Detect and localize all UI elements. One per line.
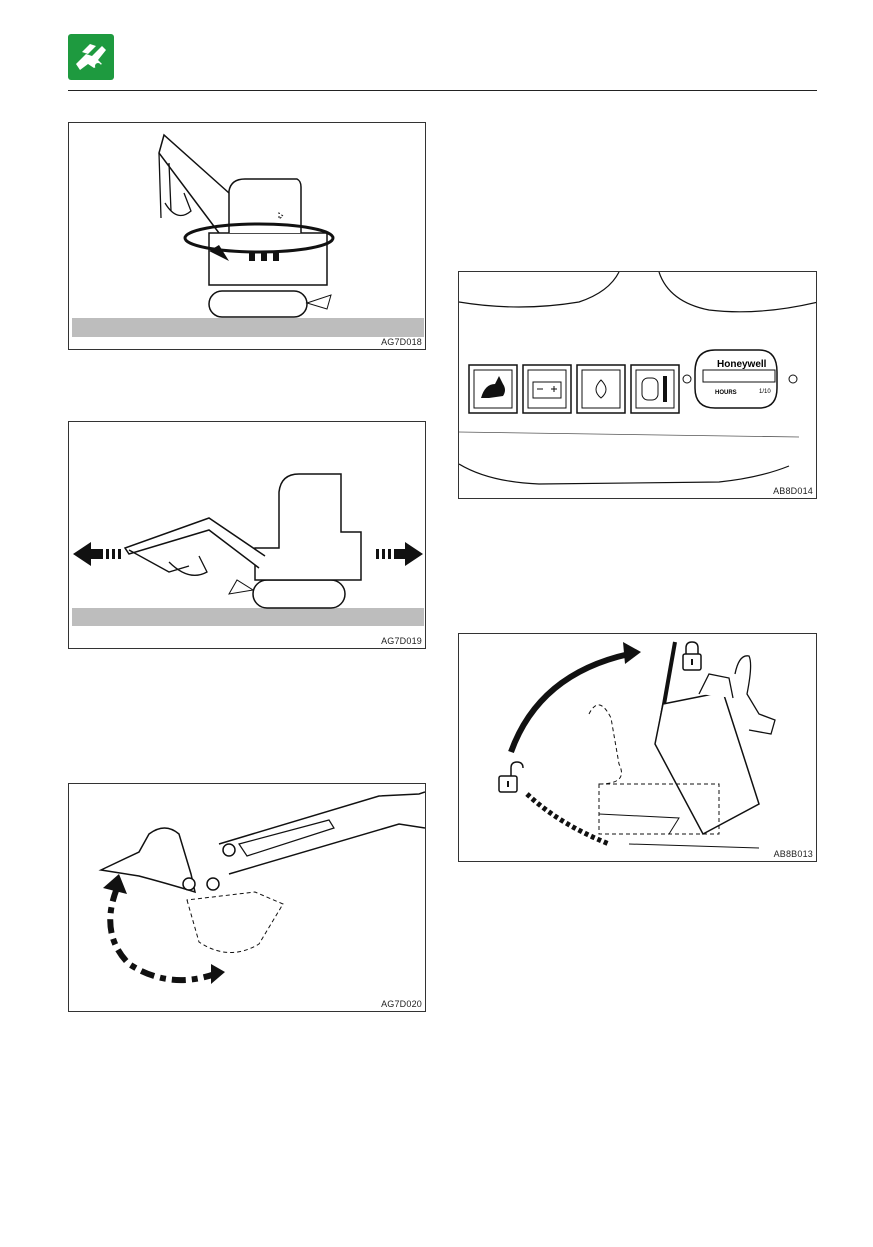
figure-travel: AG7D019 bbox=[68, 421, 426, 649]
figure-code: AG7D018 bbox=[381, 337, 422, 347]
oil-pressure-icon bbox=[577, 365, 625, 413]
figure-instrument-panel: Honeywell HOURS 1/10 AB8D014 bbox=[458, 271, 817, 499]
unlock-icon bbox=[499, 762, 523, 792]
figure-swing: AG7D018 bbox=[68, 122, 426, 350]
figure-safety-lever: AB8B013 bbox=[458, 633, 817, 862]
figure-code: AG7D019 bbox=[381, 636, 422, 646]
figure-code: AB8B013 bbox=[774, 849, 813, 859]
rabbit-icon bbox=[469, 365, 517, 413]
header-rule bbox=[68, 90, 817, 91]
hours-label: HOURS bbox=[715, 390, 737, 396]
battery-icon bbox=[523, 365, 571, 413]
figure-code: AG7D020 bbox=[381, 999, 422, 1009]
coolant-temp-icon bbox=[631, 365, 679, 413]
figure-code: AB8D014 bbox=[773, 486, 813, 496]
brand-label: Honeywell bbox=[717, 359, 766, 370]
lock-icon bbox=[683, 642, 701, 670]
hand-wrench-icon bbox=[68, 34, 114, 80]
tenth-label: 1/10 bbox=[759, 389, 771, 395]
figure-bucket: AG7D020 bbox=[68, 783, 426, 1012]
